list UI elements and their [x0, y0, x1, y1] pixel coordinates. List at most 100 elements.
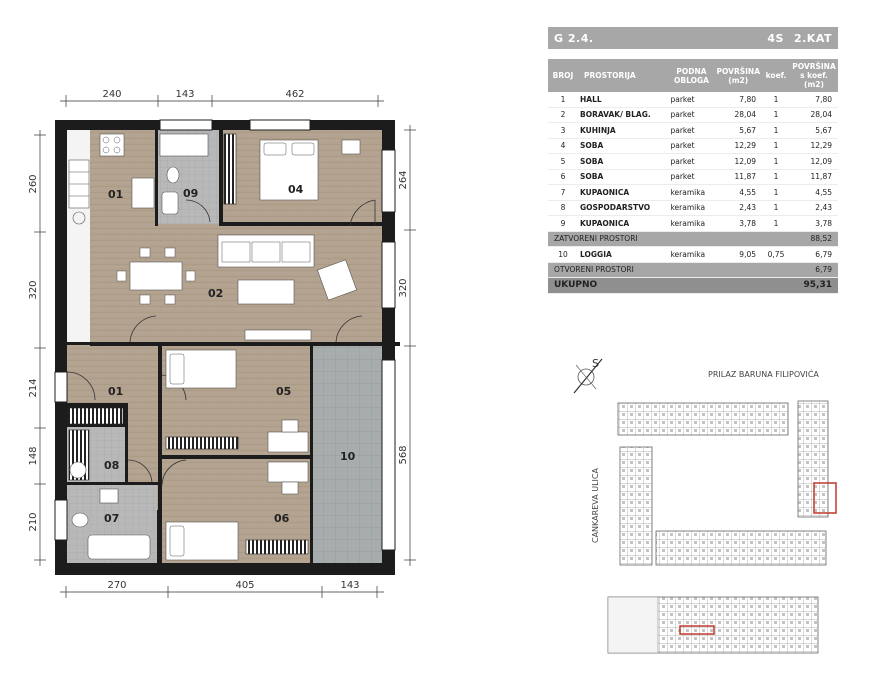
unit-header: G 2.4. 4S 2.KAT [548, 27, 838, 49]
room-label-01: 01 [108, 385, 123, 398]
cell-area: 7,80 [714, 92, 762, 108]
cell-no: 6 [548, 169, 578, 185]
cell-name: KUPAONICA [578, 215, 669, 232]
dim-right-1: 264 [398, 170, 409, 189]
unit-type: 4S [767, 31, 784, 45]
cell-coef: 1 [762, 138, 790, 154]
room-table: BROJ PROSTORIJA PODNA OBLOGA POVRŠINA (m… [548, 59, 838, 294]
room-label-08: 08 [104, 459, 119, 472]
cell-no: 9 [548, 215, 578, 232]
cell-area_coef: 3,78 [790, 215, 838, 232]
room-label-09: 09 [183, 187, 198, 200]
cell-no: 3 [548, 122, 578, 139]
cell-area_coef: 2,43 [790, 200, 838, 216]
dim-left-4: 148 [28, 446, 39, 465]
room-label-02: 02 [208, 287, 223, 300]
cell-area: 5,67 [714, 122, 762, 139]
dim-right-3: 568 [398, 445, 409, 464]
cell-coef: 1 [762, 122, 790, 139]
cell-floor: parket [668, 92, 715, 108]
room-label-07: 07 [104, 512, 119, 525]
compass-icon: S [573, 357, 603, 394]
cell-coef: 1 [762, 107, 790, 123]
highlight-floor [679, 625, 715, 635]
dim-top-2: 143 [175, 89, 194, 100]
cell-coef: 1 [762, 184, 790, 201]
dim-right-2: 320 [398, 278, 409, 297]
cell-floor: keramika [668, 246, 715, 263]
cell-name: HALL [578, 92, 669, 108]
compass-label: S [592, 357, 599, 370]
dim-top-1: 240 [102, 89, 121, 100]
cell-floor: keramika [668, 200, 715, 216]
cell-coef: 0,75 [762, 246, 790, 263]
cell-no: 4 [548, 138, 578, 154]
closed-total-row-label: ZATVORENI PROSTORI [548, 231, 790, 247]
room-label-05: 05 [276, 385, 291, 398]
open-total-row-value: 6,79 [790, 262, 838, 278]
open-total-row-label: OTVORENI PROSTORI [548, 262, 790, 278]
cell-area_coef: 28,04 [790, 107, 838, 123]
col-floor: PODNA OBLOGA [668, 59, 715, 92]
dim-left-5: 210 [28, 512, 39, 531]
cell-name: KUPAONICA [578, 184, 669, 201]
dim-left-2: 320 [28, 280, 39, 299]
cell-area: 4,55 [714, 184, 762, 201]
cell-area: 28,04 [714, 107, 762, 123]
cell-coef: 1 [762, 169, 790, 185]
col-area: POVRŠINA (m2) [714, 59, 762, 92]
cell-floor: parket [668, 122, 715, 139]
cell-name: GOSPODARSTVO [578, 200, 669, 216]
room-label-03: 01 [108, 188, 123, 201]
col-room: PROSTORIJA [578, 59, 669, 92]
cell-name: KUHINJA [578, 122, 669, 139]
cell-area: 9,05 [714, 246, 762, 263]
cell-name: SOBA [578, 169, 669, 185]
room-label-10: 10 [340, 450, 356, 463]
highlight-unit [813, 482, 837, 514]
cell-area_coef: 5,67 [790, 122, 838, 139]
cell-area_coef: 7,80 [790, 92, 838, 108]
dim-bottom-3: 143 [340, 580, 359, 591]
cell-area: 12,29 [714, 138, 762, 154]
dim-left-3: 214 [28, 378, 39, 397]
dim-top-3: 462 [285, 89, 304, 100]
cell-floor: parket [668, 169, 715, 185]
unit-code: G 2.4. [554, 31, 594, 45]
cell-coef: 1 [762, 200, 790, 216]
cell-area: 11,87 [714, 169, 762, 185]
unit-floor: 2.KAT [793, 31, 832, 45]
cell-floor: parket [668, 153, 715, 170]
cell-area: 2,43 [714, 200, 762, 216]
cell-area_coef: 6,79 [790, 246, 838, 263]
cell-area: 12,09 [714, 153, 762, 170]
cell-no: 7 [548, 184, 578, 201]
cell-coef: 1 [762, 92, 790, 108]
col-area-coef: POVRŠINA s koef. (m2) [790, 59, 838, 92]
cell-no: 2 [548, 107, 578, 123]
elevation [607, 596, 819, 654]
block-top [617, 400, 829, 566]
cell-area_coef: 11,87 [790, 169, 838, 185]
floor-plan: 01 09 04 02 01 05 08 10 07 06 240 143 46… [28, 89, 416, 598]
col-no: BROJ [548, 59, 578, 92]
cell-no: 5 [548, 153, 578, 170]
cell-area_coef: 12,09 [790, 153, 838, 170]
cell-area_coef: 12,29 [790, 138, 838, 154]
cell-floor: keramika [668, 184, 715, 201]
cell-floor: keramika [668, 215, 715, 232]
cell-no: 8 [548, 200, 578, 216]
grand-total-row-label: UKUPNO [548, 277, 790, 294]
